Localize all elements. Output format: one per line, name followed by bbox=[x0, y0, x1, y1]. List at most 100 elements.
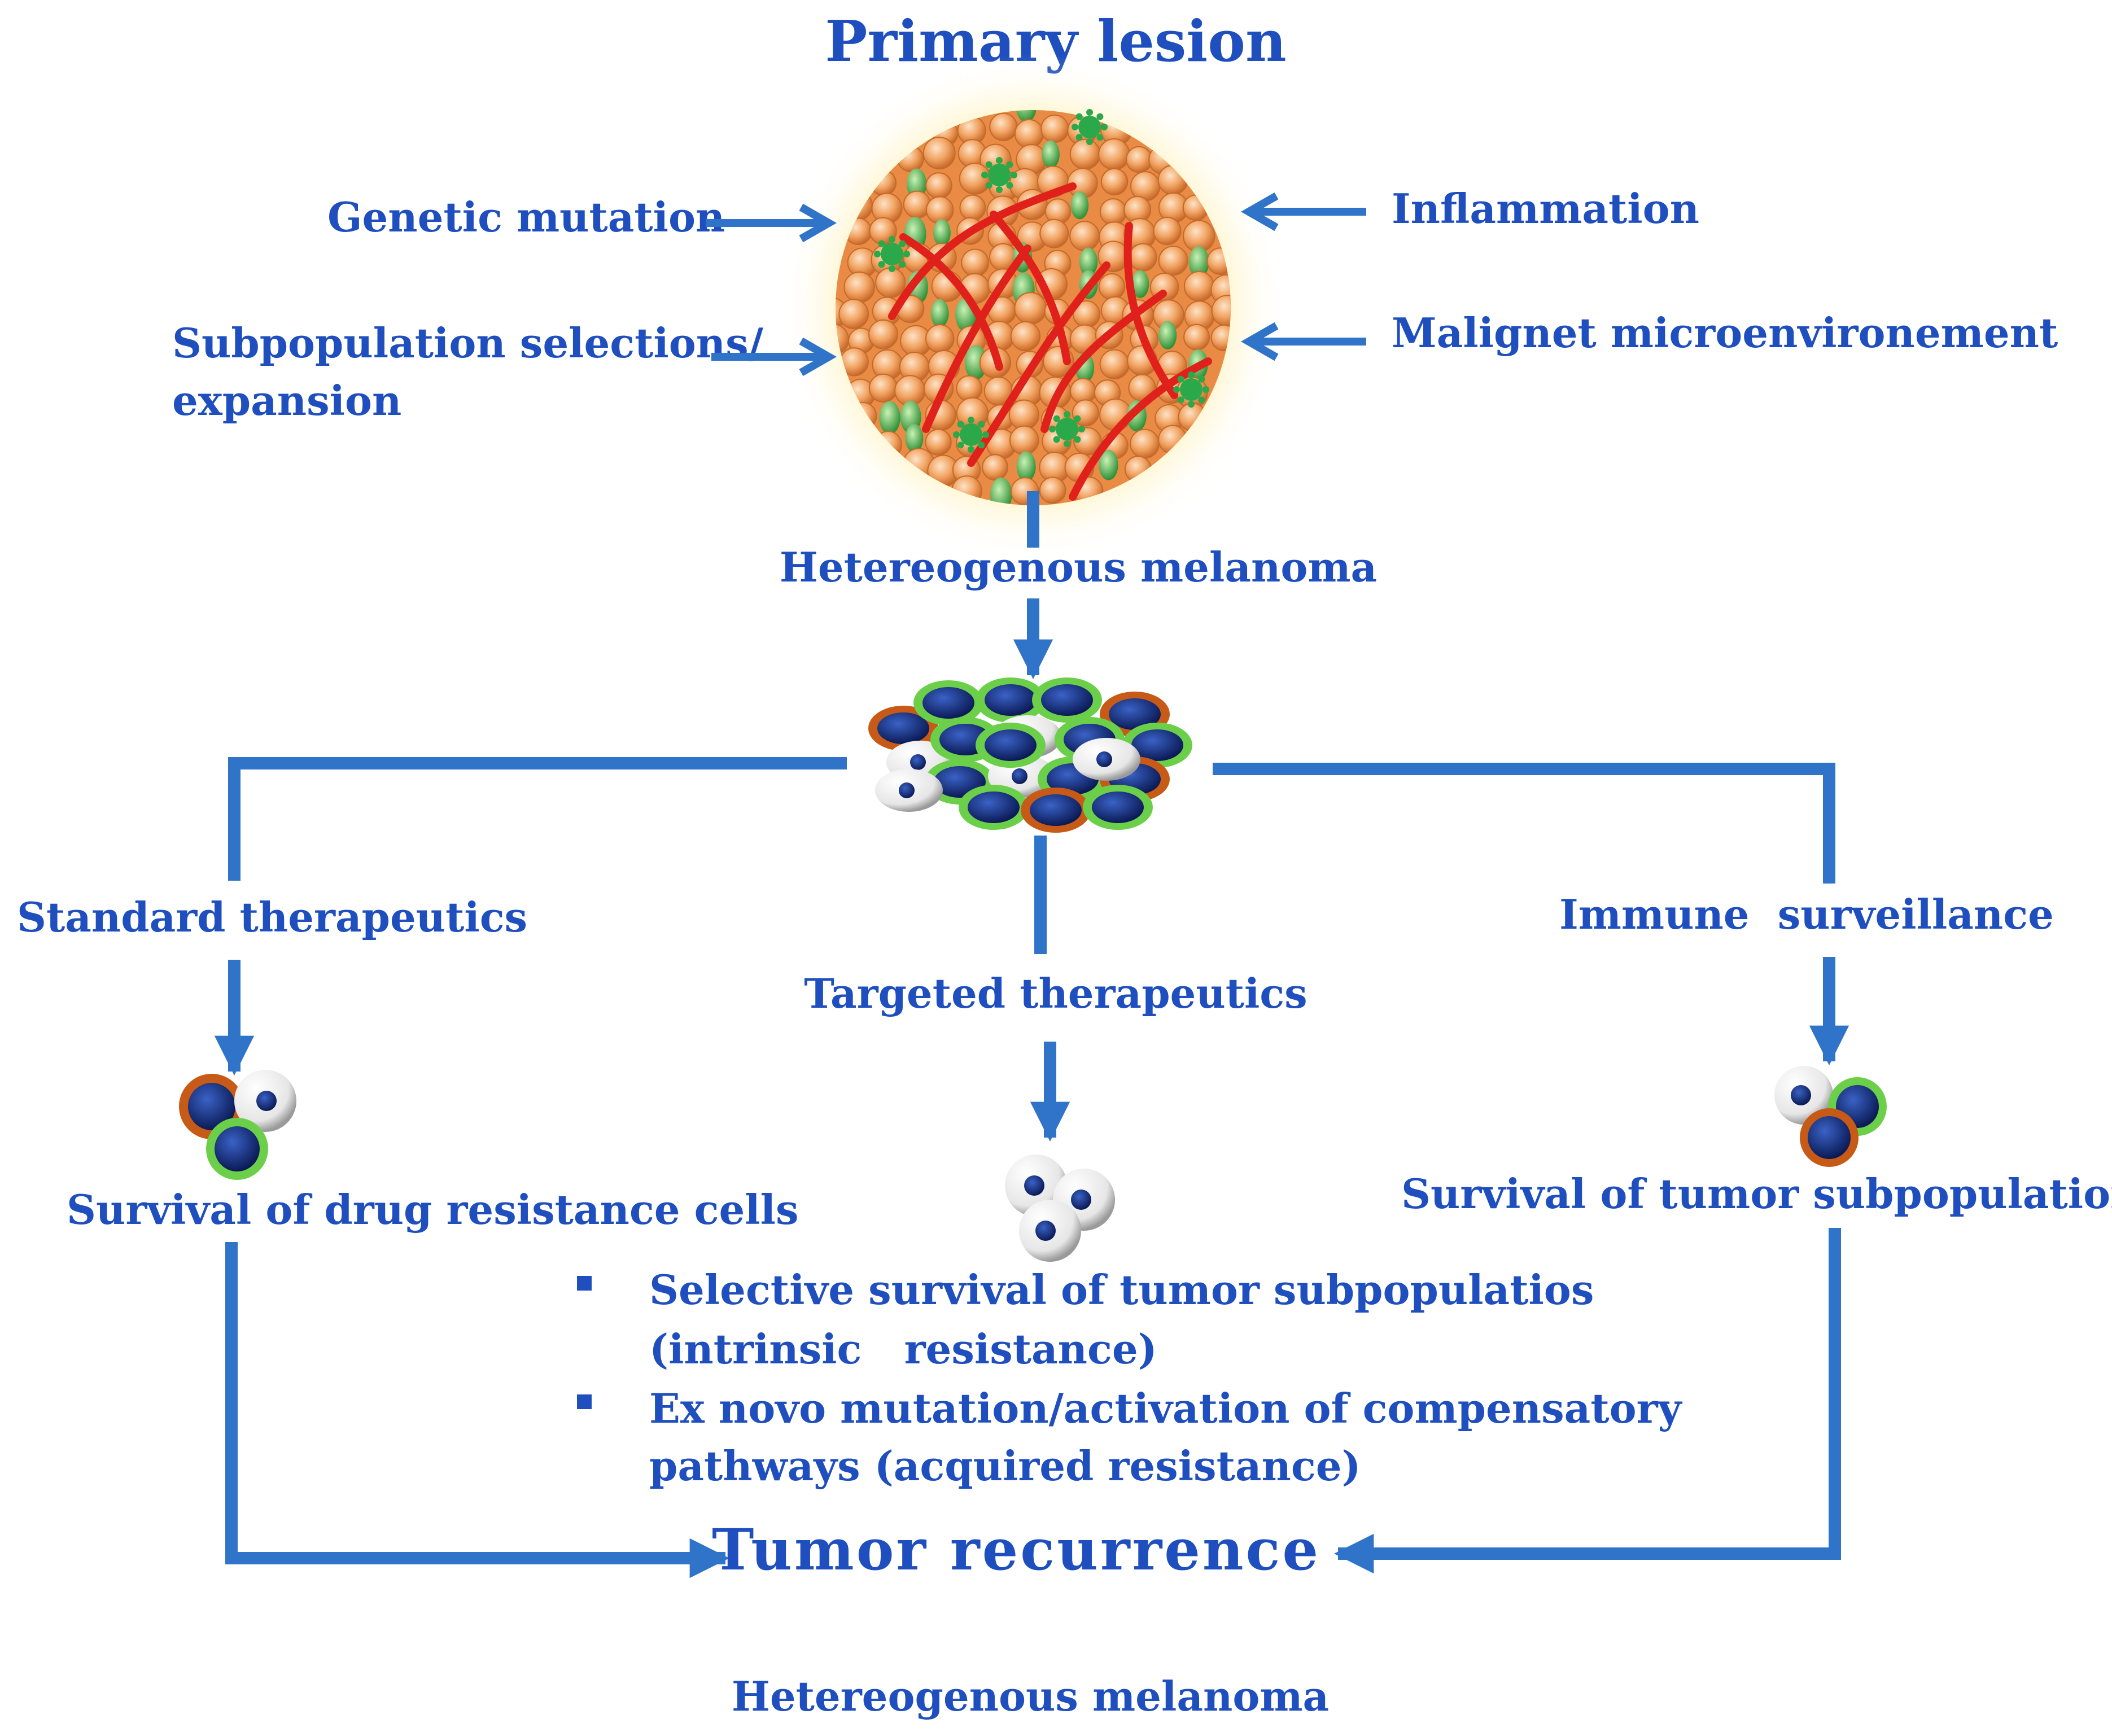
lesion-cell bbox=[838, 299, 869, 330]
factor-subpopulation-line1: Subpopulation selections/ bbox=[172, 319, 764, 367]
connector-immune-branch bbox=[1213, 763, 1835, 884]
lesion-cell bbox=[956, 375, 983, 402]
cell-white bbox=[1019, 1200, 1081, 1262]
cluster-cell bbox=[976, 677, 1046, 723]
cluster-cell bbox=[1032, 677, 1102, 723]
lesion-cell bbox=[989, 112, 1018, 141]
lesion-cell bbox=[1069, 138, 1101, 170]
cluster-cell bbox=[875, 769, 943, 812]
connector-standard-to-recurrence bbox=[225, 1242, 730, 1578]
primary-lesion-illustration bbox=[779, 54, 1287, 562]
lesion-cell bbox=[925, 324, 955, 353]
targeted-bullet-1-line1: Selective survival of tumor subpopulatio… bbox=[649, 1266, 1594, 1314]
cell-orange-rim bbox=[1800, 1108, 1859, 1167]
branch-immune-outcome: Survival of tumor subpopulations bbox=[1401, 1170, 2112, 1218]
lesion-cell bbox=[1099, 198, 1127, 226]
branch-standard-label: Standard therapeutics bbox=[17, 893, 527, 941]
cluster-cell bbox=[1021, 788, 1091, 833]
bullet-marker bbox=[577, 1276, 592, 1291]
cluster-cell bbox=[913, 680, 983, 725]
lesion-cell bbox=[1098, 273, 1126, 300]
branch-standard-outcome: Survival of drug resistance cells bbox=[67, 1186, 799, 1234]
lesion-cell bbox=[1100, 168, 1129, 196]
lesion-cell bbox=[843, 271, 876, 303]
lesion-cell bbox=[959, 194, 986, 221]
cluster-cell bbox=[976, 723, 1046, 768]
cell-white bbox=[1774, 1066, 1833, 1125]
heterogeneous-cell-cluster bbox=[868, 677, 1192, 833]
branch-immune-label: Immune surveillance bbox=[1559, 890, 2054, 938]
lesion-cell bbox=[1131, 270, 1149, 298]
lesion-cell bbox=[930, 299, 949, 327]
lesion-cell bbox=[875, 267, 906, 298]
connector-immune-to-recurrence bbox=[1333, 1228, 1841, 1574]
lesion-virus-particles bbox=[874, 109, 1209, 453]
cluster-cell bbox=[1083, 785, 1153, 830]
branch-targeted-label: Targeted therapeutics bbox=[804, 969, 1307, 1017]
lesion-cell bbox=[1010, 321, 1041, 352]
virus-particle bbox=[953, 417, 989, 453]
heterogeneous-label-bottom: Hetereogenous melanoma bbox=[732, 1672, 1329, 1720]
virus-particle bbox=[874, 236, 910, 272]
lesion-cell bbox=[1070, 191, 1089, 220]
factor-microenvironment: Malignet microenvironement bbox=[1392, 309, 2058, 357]
lesion-cell bbox=[1158, 321, 1177, 349]
factor-subpopulation-line2: expansion bbox=[172, 377, 401, 425]
lesion-cell bbox=[1072, 399, 1099, 427]
connector-standard-branch bbox=[228, 757, 847, 881]
lesion-cell bbox=[1188, 246, 1209, 278]
lesion-cell bbox=[1073, 427, 1102, 456]
lesion-cell bbox=[964, 345, 987, 380]
lesion-cell bbox=[868, 373, 898, 403]
lesion-cell bbox=[1039, 218, 1069, 248]
virus-particle bbox=[1173, 371, 1209, 408]
lesion-cell bbox=[1153, 217, 1182, 246]
lesion-cell bbox=[925, 428, 952, 456]
lesion-cell bbox=[1126, 146, 1153, 173]
lesion-cell bbox=[1183, 270, 1215, 302]
lesion-cell bbox=[1099, 349, 1130, 379]
virus-particle bbox=[981, 157, 1017, 193]
lesion-cell bbox=[1183, 323, 1210, 351]
outcome-tumor-recurrence: Tumor recurrence bbox=[712, 1516, 1320, 1583]
selected-cells-illustration bbox=[1005, 1155, 1115, 1262]
lesion-cell bbox=[1130, 428, 1160, 459]
cluster-cell bbox=[868, 706, 938, 751]
lesion-cell bbox=[925, 196, 954, 224]
virus-particle bbox=[1072, 109, 1108, 145]
lesion-cell bbox=[1016, 451, 1036, 482]
lesion-cell bbox=[905, 424, 924, 453]
surviving-subpopulation-cells-illustration bbox=[1774, 1066, 1887, 1167]
lesion-cell bbox=[1158, 246, 1188, 276]
drug-resistant-cells-illustration bbox=[179, 1070, 296, 1180]
targeted-bullet-1-line2: (intrinsic resistance) bbox=[649, 1325, 1157, 1373]
lesion-cell bbox=[1099, 449, 1118, 480]
lesion-cell bbox=[1040, 114, 1069, 143]
targeted-bullet-2-line1: Ex novo mutation/activation of compensat… bbox=[649, 1384, 1683, 1432]
cluster-cell bbox=[1073, 738, 1140, 781]
heterogeneous-label-top: Hetereogenous melanoma bbox=[780, 543, 1377, 591]
cell-white bbox=[234, 1070, 296, 1132]
factor-inflammation: Inflammation bbox=[1392, 185, 1699, 233]
lesion-cell bbox=[959, 163, 991, 195]
lesion-cell bbox=[1008, 399, 1040, 430]
virus-particle bbox=[1049, 411, 1085, 447]
targeted-bullet-2-line2: pathways (acquired resistance) bbox=[649, 1442, 1361, 1490]
lesion-cell bbox=[1009, 425, 1039, 456]
lesion-cell bbox=[1129, 243, 1157, 272]
lesion-cell bbox=[1042, 140, 1060, 169]
lesion-cell bbox=[1014, 292, 1047, 325]
factor-genetic-mutation: Genetic mutation bbox=[327, 193, 725, 241]
lesion-cell bbox=[1016, 110, 1037, 123]
lesion-cell bbox=[1098, 138, 1130, 170]
lesion-cell bbox=[925, 172, 952, 199]
lesion-cell bbox=[1039, 476, 1066, 504]
cell-green-rim bbox=[206, 1118, 268, 1180]
lesion-cell bbox=[1069, 221, 1100, 252]
lesion-cell bbox=[1014, 119, 1044, 149]
lesion-cell bbox=[922, 137, 956, 170]
bullet-marker bbox=[577, 1394, 592, 1409]
lesion-cell bbox=[982, 454, 1009, 481]
cluster-cell bbox=[959, 785, 1029, 830]
